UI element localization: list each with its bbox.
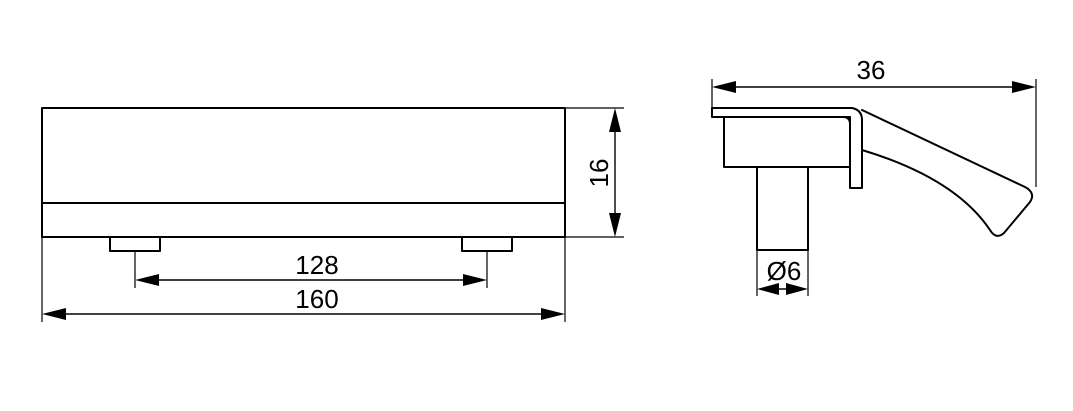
handle-top-plate <box>711 107 863 189</box>
arrow-head <box>609 108 621 132</box>
arrow-head <box>757 283 779 295</box>
dimension-label-36: 36 <box>857 55 886 85</box>
dimension-overall-length: 160 <box>42 284 565 320</box>
handle-inner-block <box>723 116 851 168</box>
front-view: 128 160 16 <box>41 107 624 322</box>
dimension-post-diameter: Ø6 <box>757 256 808 295</box>
arrow-head <box>135 274 159 286</box>
arrow-head <box>609 213 621 237</box>
handle-grip-profile <box>861 109 1034 237</box>
left-mounting-post <box>109 236 161 252</box>
arrow-head <box>463 274 487 286</box>
dimension-hole-spacing: 128 <box>135 250 487 286</box>
arrow-head <box>1012 81 1036 93</box>
dimension-label-16: 16 <box>584 159 614 188</box>
arrow-head <box>42 308 66 320</box>
dimension-label-128: 128 <box>295 250 338 280</box>
dimension-depth: 36 <box>712 55 1036 93</box>
mounting-post <box>756 166 809 251</box>
right-mounting-post <box>461 236 513 252</box>
dimension-height: 16 <box>584 108 621 237</box>
arrow-head <box>786 283 808 295</box>
arrow-head <box>712 81 736 93</box>
side-view: 36 Ø6 <box>711 55 1037 296</box>
arrow-head <box>541 308 565 320</box>
dimension-label-160: 160 <box>295 284 338 314</box>
handle-body-outline <box>41 107 566 238</box>
dimension-label-diameter: Ø6 <box>767 256 802 286</box>
